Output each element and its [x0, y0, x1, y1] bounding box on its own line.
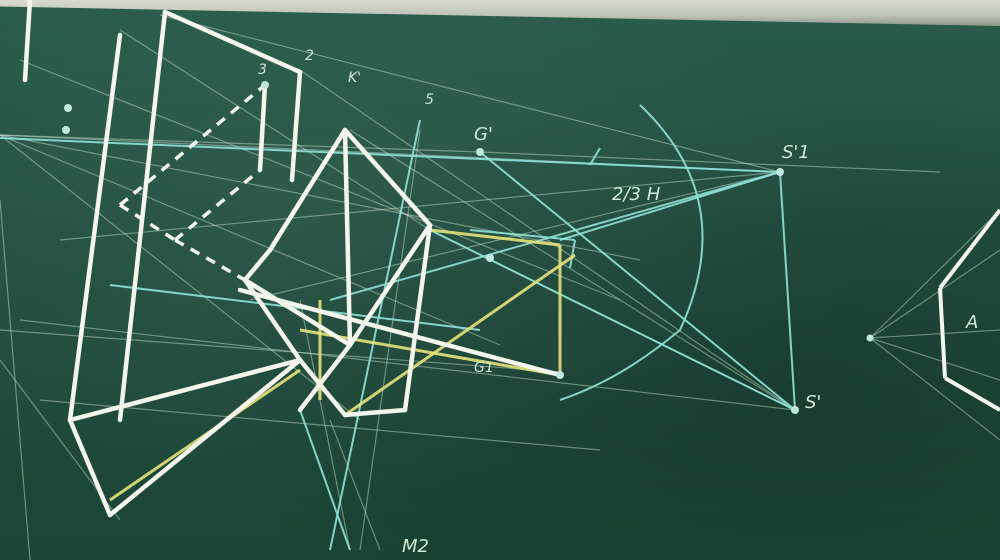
label-three: 3 [258, 62, 267, 78]
construction-lines [0, 14, 1000, 560]
label-s-prime: S' [805, 392, 821, 413]
label-two: 2 [305, 48, 314, 64]
label-g-prime: G' [474, 124, 493, 145]
construction-points [62, 81, 874, 414]
label-a: A [965, 312, 978, 333]
main-solid [22, 0, 563, 518]
right-partial-figure [938, 208, 1000, 412]
label-s1-prime: S'1 [782, 142, 810, 163]
hidden-edges [118, 83, 267, 282]
label-m2: M2 [402, 536, 429, 557]
label-k-prime: K' [348, 70, 361, 86]
label-five: 5 [425, 92, 434, 108]
label-g1: G1 [474, 360, 494, 376]
label-fraction: 2/3 H [612, 184, 661, 205]
